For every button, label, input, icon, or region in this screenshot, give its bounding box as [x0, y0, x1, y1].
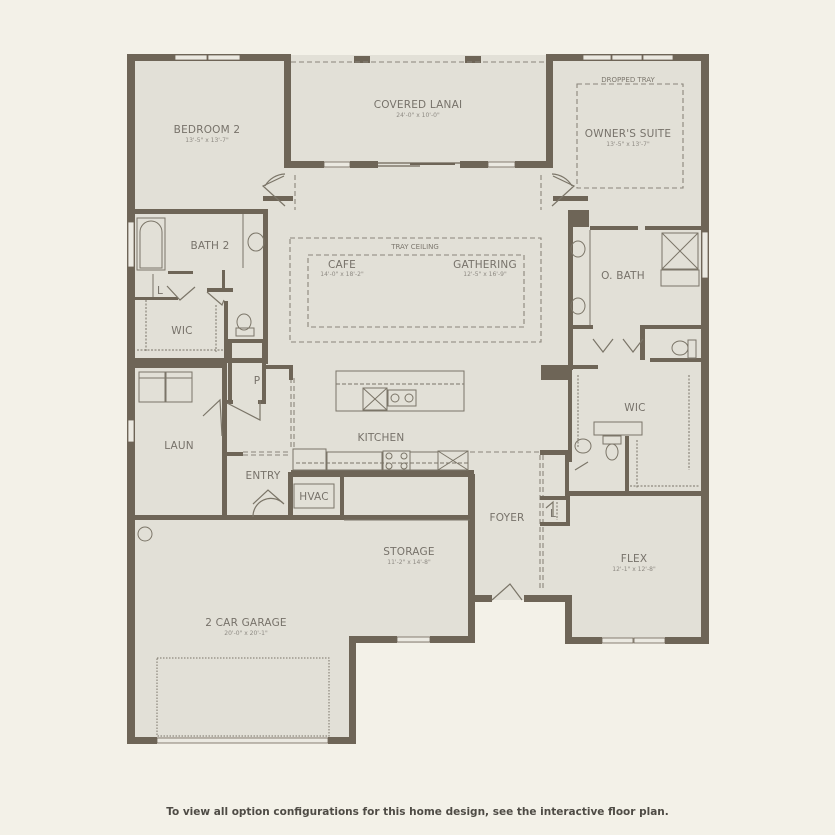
dashed-outlines: [243, 61, 684, 590]
interactive-floor-plan-link[interactable]: To view all option configurations for th…: [166, 806, 669, 818]
label-entry: ENTRY: [246, 470, 281, 482]
sliding-door: [378, 162, 460, 167]
room-labels: BEDROOM 2 13'-5" x 13'-7" COVERED LANAI …: [157, 76, 671, 637]
dim-bedroom2: 13'-5" x 13'-7": [185, 137, 229, 144]
windows: [127, 54, 709, 744]
label-bedroom2: BEDROOM 2: [174, 124, 241, 136]
label-owners-suite: OWNER'S SUITE: [585, 128, 671, 140]
dim-cafe: 14'-0" x 18'-2": [320, 271, 364, 278]
label-linen-left: L: [157, 285, 163, 297]
label-flex: FLEX: [621, 553, 648, 565]
floor-plan: BEDROOM 2 13'-5" x 13'-7" COVERED LANAI …: [127, 54, 711, 800]
label-kitchen: KITCHEN: [358, 432, 405, 444]
label-linen-foyer: L: [550, 508, 556, 520]
dim-owners-suite: 13'-5" x 13'-7": [606, 141, 650, 148]
label-gathering: GATHERING: [453, 259, 517, 271]
note-dropped-tray: DROPPED TRAY: [601, 76, 655, 84]
label-wic-left: WIC: [171, 325, 192, 337]
dim-storage: 11'-2" x 14'-8": [387, 559, 431, 566]
dim-gathering: 12'-5" x 16'-9": [463, 271, 507, 278]
label-cafe: CAFE: [328, 259, 356, 271]
interior-walls: [134, 196, 703, 526]
label-storage: STORAGE: [383, 546, 434, 558]
dim-covered-lanai: 24'-0" x 10'-0": [396, 112, 440, 119]
label-wic-right: WIC: [624, 402, 645, 414]
label-foyer: FOYER: [489, 512, 524, 524]
fixtures: [136, 214, 700, 737]
label-laundry: LAUN: [164, 440, 194, 452]
label-garage: 2 CAR GARAGE: [205, 617, 287, 629]
note-tray-ceiling: TRAY CEILING: [390, 243, 439, 251]
label-covered-lanai: COVERED LANAI: [374, 99, 463, 111]
driveway-cutout: [356, 643, 474, 800]
porch-cutout: [474, 600, 566, 800]
label-hvac: HVAC: [299, 491, 329, 503]
label-pantry: P: [254, 375, 261, 387]
door-swings: [166, 173, 644, 601]
footer-note: To view all option configurations for th…: [0, 806, 835, 818]
label-bath2: BATH 2: [190, 240, 229, 252]
exterior-cutout: [566, 643, 711, 800]
dim-garage: 20'-0" x 20'-1": [224, 630, 268, 637]
dim-flex: 12'-1" x 12'-8": [612, 566, 656, 573]
label-o-bath: O. BATH: [601, 270, 645, 282]
